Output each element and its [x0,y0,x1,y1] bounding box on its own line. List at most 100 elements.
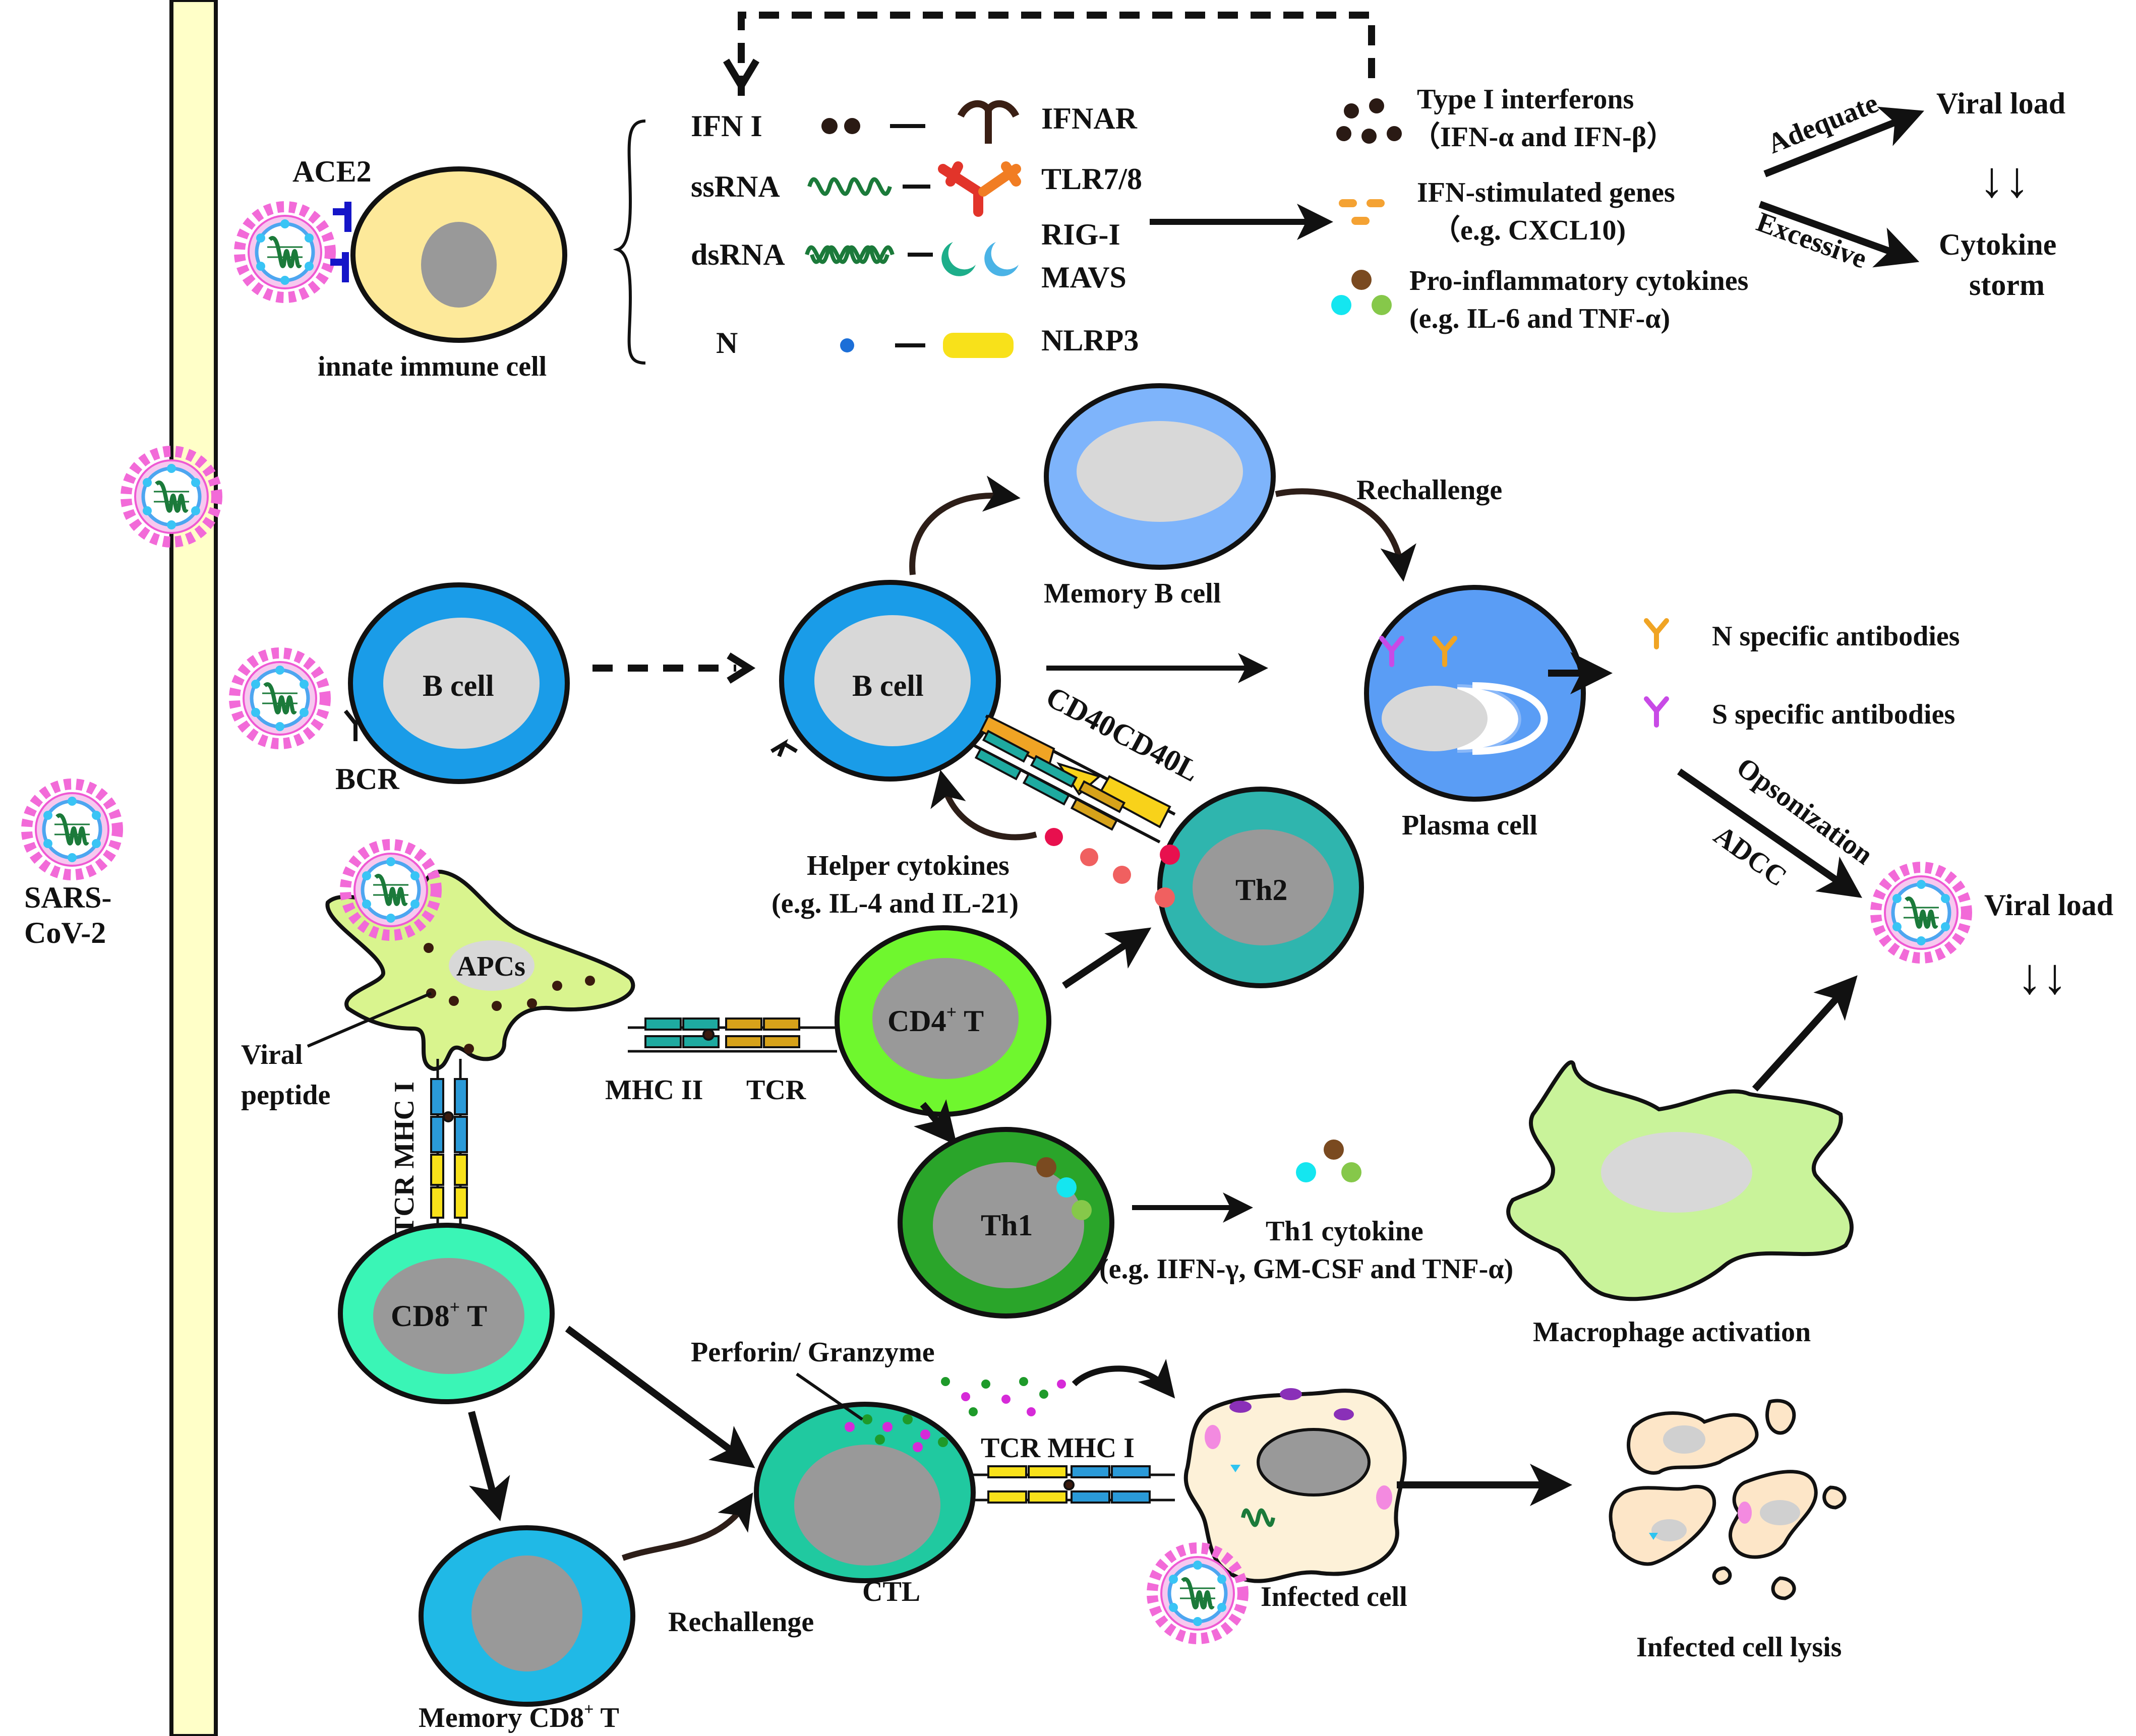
th1-cytokine-dot [1056,1177,1077,1198]
isg-label: IFN-stimulated genes [1417,177,1675,208]
antibody-icon [1646,699,1667,725]
rna-helix-icon [1241,1508,1275,1527]
innate-nucleus [421,222,497,308]
curve-arrow [909,475,1021,575]
cd8-label: CD8+ T [391,1297,487,1333]
ifnar-label: IFNAR [1041,102,1138,135]
tcr-mhc-i-label: TCR MHC I [981,1432,1135,1464]
infected-nucleus [1257,1428,1371,1496]
dsrna-label: dsRNA [691,238,785,271]
cd8-nucleus [373,1258,524,1374]
memory-cd8-label: Memory CD8+ T [419,1700,619,1733]
excessive-arrow [1758,201,1920,268]
proinf-sub-label: (e.g. IL-6 and TNF-α) [1409,303,1670,334]
mavs-label: MAVS [1041,261,1126,294]
er-membrane [1472,682,1548,755]
cd4-to-th1-arrow [913,1099,957,1146]
th1-cytokine-dot [1324,1140,1344,1160]
th1-nucleus [933,1162,1084,1288]
macrophage-arrow [1752,975,1858,1092]
ifn-dot [844,118,860,134]
proinf-label: Pro-inflammatory cytokines [1409,265,1748,296]
storm-label: storm [1969,268,2045,302]
tcr-mhc-i-complex-horizontal [973,1465,1175,1504]
peptide-label: peptide [241,1080,330,1111]
viral-peptide-dots [424,943,595,1054]
cytokine-dot [1351,270,1372,290]
b-cell-nucleus [383,618,540,749]
virus-icon [27,784,117,875]
ssrna-icon [807,177,892,196]
type1-label: Type I interferons [1417,84,1634,115]
bcr-receptor-icon [770,739,798,757]
rechallenge-curve-arrow [1275,488,1416,582]
n-antibody-label: N specific antibodies [1712,621,1960,652]
brace [613,119,646,365]
cell-membrane [169,0,218,1736]
plasma-label: Plasma cell [1402,810,1537,841]
lysis-label: Infected cell lysis [1636,1632,1842,1663]
rechallenge-label: Rechallenge [1356,474,1502,506]
viral-load-label: Viral load [1936,87,2065,120]
tcr-label: TCR [746,1074,806,1106]
infected-label: Infected cell [1261,1581,1407,1612]
nlrp3-label: NLRP3 [1041,324,1139,357]
tcr-mhc-i-complex [430,1059,468,1225]
cov2-label: CoV-2 [24,916,106,949]
type1-ifn-dots [1336,98,1402,144]
b-cell-label: B cell [423,669,494,702]
apc-nucleus [449,940,535,991]
cd4-to-th2-arrow [1062,927,1152,989]
mhc-tcr-segments [974,730,1126,831]
cytokine-label: Cytokine [1939,228,2056,261]
helper-cytokine-dot [1113,866,1131,884]
isg-dashes [1339,199,1385,225]
macrophage-label: Macrophage activation [1533,1316,1811,1348]
opsonization-arrow [1677,768,1863,898]
cd4-nucleus [872,958,1019,1079]
ssrna-label: ssRNA [691,170,780,203]
mhc-ii-label: MHC II [605,1074,703,1106]
ace2-receptor-icon [330,202,351,282]
feedback-arrowhead [723,58,760,93]
lysed-cell-fragments [1609,1399,1847,1600]
virus-icon [240,207,330,297]
rechallenge-2-label: Rechallenge [668,1606,814,1638]
th1-cytokine-dot [1296,1162,1316,1182]
viral-load-2-label: Viral load [1984,888,2113,922]
innate-label: innate immune cell [318,351,547,382]
cd4-label: CD4+ T [887,1002,984,1038]
excessive-label: Excessive [1753,206,1871,275]
b-cell-activated-label: B cell [852,669,924,702]
cd8-to-memory-arrow [468,1411,510,1522]
viral-label: Viral [241,1039,303,1070]
cd8-to-ctl-arrow [565,1326,755,1468]
decrease-arrows-2: ↓↓ [2017,948,2067,1004]
helper-cytokine-dot [1080,848,1098,866]
isg-sub-label: （e.g. CXCL10) [1432,214,1626,246]
helper-label: Helper cytokines [807,850,1010,881]
memory-cd8-nucleus [471,1555,582,1671]
memory-b-nucleus [1077,421,1243,522]
apcs-label: APCs [456,951,525,982]
perforin-pointer [796,1372,863,1421]
ctl-nucleus [794,1445,940,1566]
s-antibody-label: S specific antibodies [1712,699,1955,730]
decrease-arrows: ↓↓ [1979,152,2030,208]
mhc-ii-tcr-complex [628,1017,837,1053]
rig-i-icon [941,242,976,276]
cytokine-dot [1372,295,1392,315]
granule-curve-arrow [1072,1359,1175,1399]
ifn1-label: IFN I [691,109,762,143]
lysed-nuclei [1649,1425,1800,1541]
th1-cytokine-dot [1072,1200,1092,1220]
infected-markers [1205,1388,1392,1510]
adcc-label: ADCC [1708,819,1792,892]
th2-nucleus [1193,829,1334,945]
memory-b-label: Memory B cell [1044,578,1221,609]
tlr-label: TLR7/8 [1041,162,1142,196]
ifnar-receptor-icon [957,100,1020,144]
th1-label: Th1 [981,1209,1033,1242]
peptide-pointer [307,992,432,1048]
antibody-icon [1646,621,1667,647]
